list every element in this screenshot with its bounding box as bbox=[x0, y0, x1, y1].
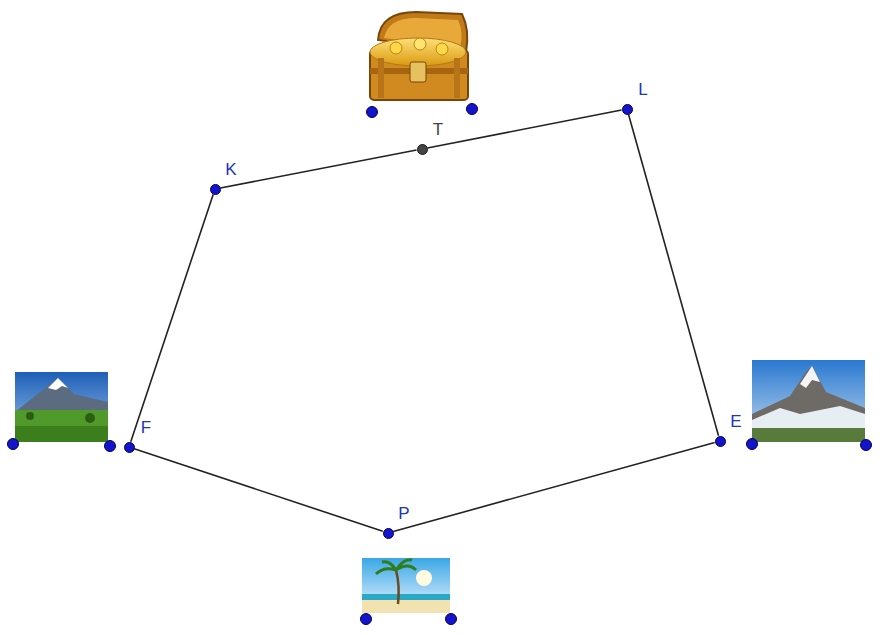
polygon-side bbox=[131, 194, 214, 442]
point-label: P bbox=[398, 505, 409, 522]
point-label: T bbox=[433, 121, 443, 138]
anchor-dots bbox=[8, 104, 872, 625]
beach-photo bbox=[362, 558, 450, 613]
point-label: L bbox=[638, 81, 647, 98]
polygon-side bbox=[393, 442, 714, 531]
point-label: F bbox=[141, 419, 151, 436]
point: E bbox=[715, 436, 726, 447]
matterhorn-photo bbox=[752, 360, 865, 442]
point: K bbox=[210, 184, 221, 195]
point: P bbox=[383, 528, 394, 539]
polygon-side bbox=[220, 150, 416, 188]
point: F bbox=[124, 442, 135, 453]
polygon-side bbox=[628, 114, 718, 435]
polygon-side bbox=[427, 110, 621, 148]
point: T bbox=[417, 144, 428, 155]
treasure-chest bbox=[370, 12, 468, 100]
mountain-photo bbox=[15, 372, 108, 442]
point: L bbox=[622, 104, 633, 115]
point-label: E bbox=[730, 413, 741, 430]
polygon-side bbox=[134, 449, 383, 532]
point-label: K bbox=[225, 161, 236, 178]
